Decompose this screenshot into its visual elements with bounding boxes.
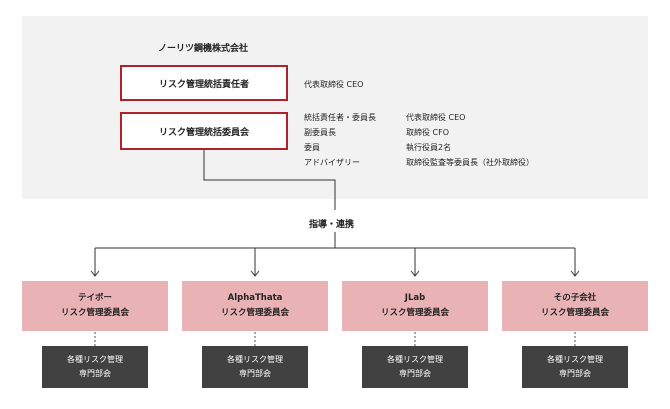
risk-department-box: 各種リスク管理 専門部会 [362, 346, 468, 388]
subsidiary-committee-label: リスク管理委員会 [60, 308, 129, 318]
group-company-panel [22, 16, 648, 199]
subsidiary-committee-box: JLab リスク管理委員会 [342, 281, 488, 331]
member-role: アドバイザリー [304, 158, 360, 167]
guidance-label: 指導・連携 [309, 220, 355, 230]
branch-arrows [90, 248, 580, 277]
risk-committee-label: リスク管理統括委員会 [158, 127, 249, 138]
risk-officer-box: リスク管理統括責任者 [120, 65, 288, 101]
department-line: 各種リスク管理 [387, 355, 443, 364]
risk-officer-label: リスク管理統括責任者 [158, 79, 249, 90]
subsidiary-committee-label: リスク管理委員会 [380, 308, 449, 318]
department-line: 各種リスク管理 [67, 355, 123, 364]
subsidiary-committee-box: AlphaThata リスク管理委員会 [182, 281, 328, 331]
subsidiary-committee-label: リスク管理委員会 [540, 308, 609, 318]
dotted-connectors [94, 332, 576, 346]
department-line: 専門部会 [239, 369, 271, 378]
subsidiary-name: テイボー [77, 293, 112, 303]
department-line: 専門部会 [559, 369, 591, 378]
subsidiary-name: その子会社 [553, 293, 597, 303]
department-line: 各種リスク管理 [227, 355, 283, 364]
member-person: 取締役監査等委員長（社外取締役） [406, 158, 534, 167]
department-line: 各種リスク管理 [547, 355, 603, 364]
member-role: 統括責任者・委員長 [304, 113, 376, 122]
risk-committee-box: リスク管理統括委員会 [120, 112, 288, 150]
department-line: 専門部会 [399, 369, 431, 378]
risk-officer-note: 代表取締役 CEO [304, 80, 364, 89]
risk-department-box: 各種リスク管理 専門部会 [42, 346, 148, 388]
risk-department-box: 各種リスク管理 専門部会 [202, 346, 308, 388]
member-role: 副委員長 [304, 128, 336, 137]
subsidiary-name: AlphaThata [227, 293, 283, 303]
risk-department-box: 各種リスク管理 専門部会 [522, 346, 628, 388]
subsidiary-committee-label: リスク管理委員会 [220, 308, 289, 318]
subsidiary-committee-box: テイボー リスク管理委員会 [22, 281, 168, 331]
subsidiary-committee-box: その子会社 リスク管理委員会 [502, 281, 648, 331]
committee-connector [203, 150, 336, 210]
member-person: 取締役 CFO [406, 128, 450, 137]
member-person: 執行役員2名 [406, 143, 452, 152]
member-role: 委員 [304, 143, 320, 152]
subsidiary-name: JLab [404, 293, 426, 303]
department-line: 専門部会 [79, 369, 111, 378]
company-name: ノーリツ鋼機株式会社 [158, 44, 249, 54]
member-person: 代表取締役 CEO [406, 113, 466, 122]
